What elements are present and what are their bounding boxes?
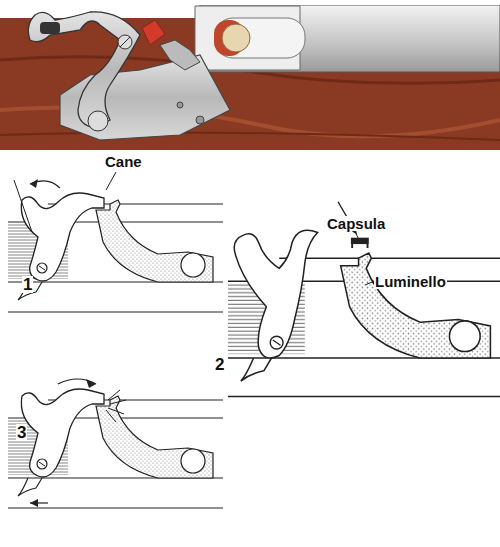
drawing-stroke xyxy=(40,22,60,34)
drawing-stroke xyxy=(234,230,317,358)
callout-number: 1 xyxy=(22,276,33,293)
drawing-stroke xyxy=(270,336,283,349)
drawing-stroke xyxy=(142,20,165,45)
part-label: Capsula xyxy=(326,216,386,231)
leader-line xyxy=(356,234,360,241)
drawing-stroke xyxy=(0,0,500,150)
panel-capping xyxy=(228,202,500,397)
callout-number: 3 xyxy=(16,424,27,441)
panel-cocking xyxy=(8,179,223,312)
drawing-stroke xyxy=(0,0,500,5)
drawing-stroke xyxy=(30,499,38,507)
drawing-stroke xyxy=(21,193,104,281)
drawing-stroke xyxy=(118,35,132,49)
drawing-stroke xyxy=(21,389,104,477)
drawing-stroke xyxy=(352,244,367,248)
drawing-stroke xyxy=(120,37,130,47)
drawing-stroke xyxy=(160,40,200,70)
colour-lock xyxy=(0,0,500,150)
part-label: Cane xyxy=(104,154,143,169)
drawing-stroke xyxy=(106,390,126,422)
drawing-stroke xyxy=(0,132,500,140)
leader-line xyxy=(365,282,372,285)
drawing-stroke xyxy=(196,116,204,124)
drawing-stroke xyxy=(88,111,108,131)
drawing-stroke xyxy=(273,340,281,345)
drawing-stroke xyxy=(222,24,250,52)
drawing-stroke xyxy=(14,180,32,232)
drawing-stroke xyxy=(215,18,305,58)
drawing-stroke xyxy=(28,12,140,128)
panel-firing xyxy=(8,379,223,508)
drawing-stroke xyxy=(86,379,96,388)
callout-number: 2 xyxy=(214,356,225,373)
leader-line xyxy=(106,172,116,190)
drawing-stroke xyxy=(177,102,183,108)
drawing-stroke xyxy=(30,179,38,188)
part-label: Luminello xyxy=(374,274,447,289)
